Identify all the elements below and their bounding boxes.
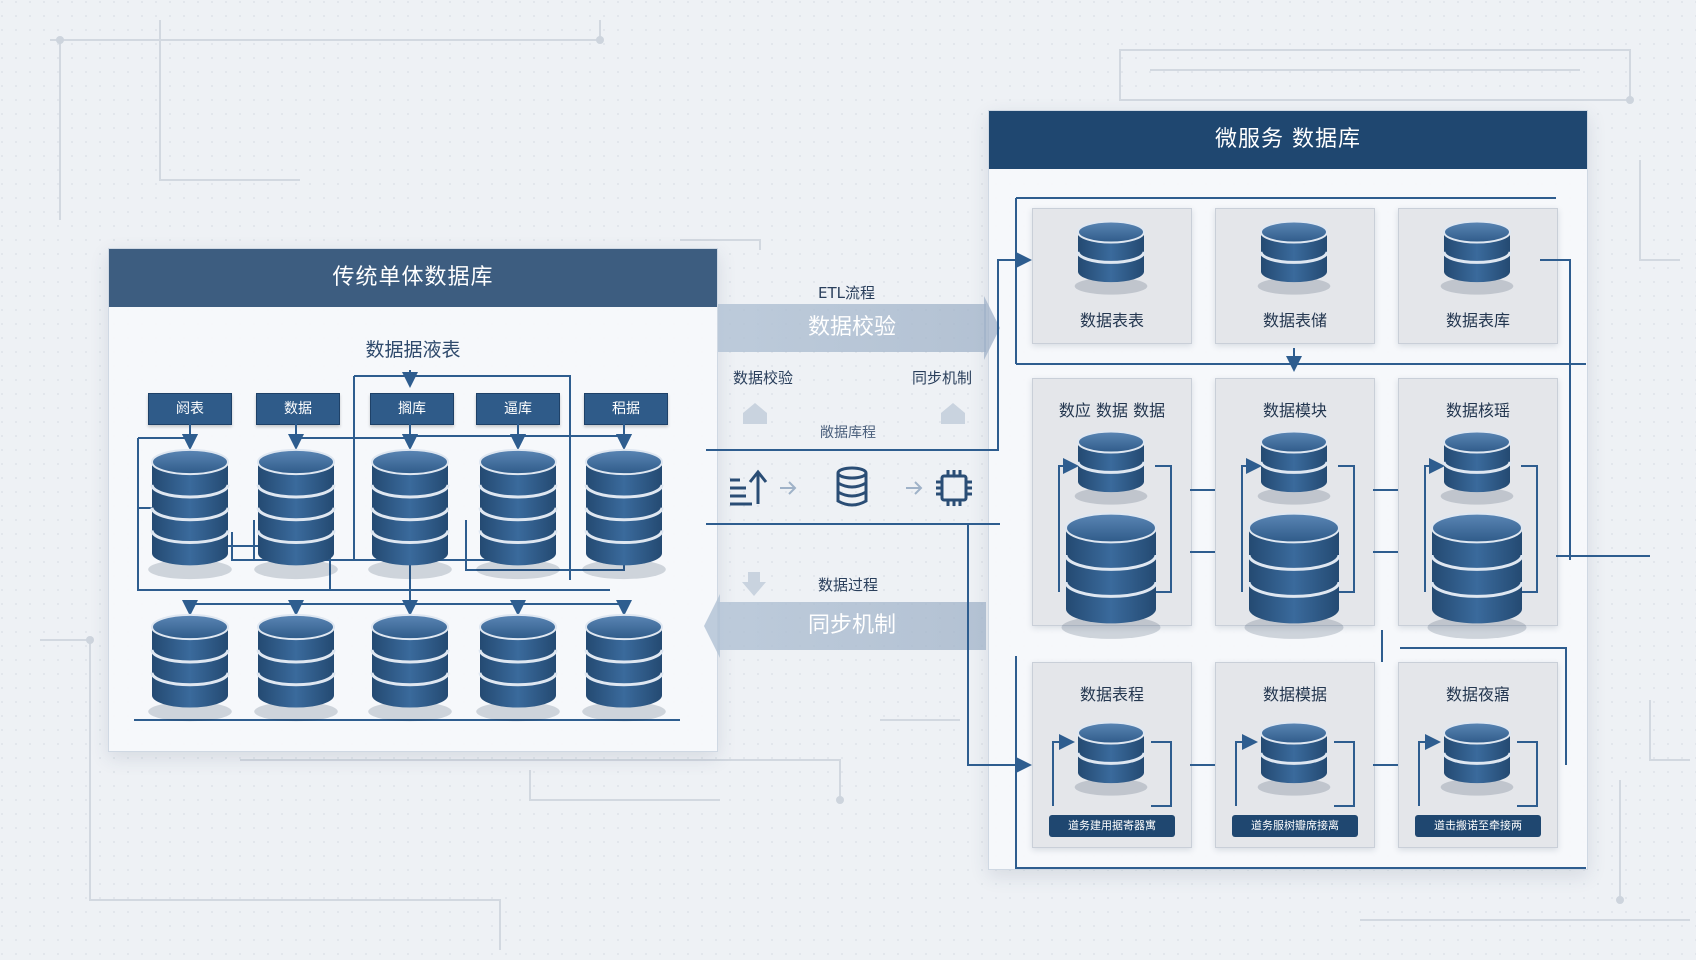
monolith-panel: 传统单体数据库 数据据液表: [108, 248, 718, 752]
top-card-2-title: 数据表储: [1262, 311, 1327, 330]
top-card-1-title: 数据表表: [1079, 311, 1144, 330]
download-icon: [742, 572, 766, 596]
bottom-card-1: 数据表程 道务建用据寄器寓: [1032, 662, 1192, 848]
validate-label: 数据校验: [733, 369, 794, 387]
tag-3: 搁库: [370, 393, 454, 425]
sync-banner: 同步机制: [704, 594, 986, 658]
validate-banner: 数据校验: [718, 296, 1000, 360]
middle-card-1-title: 数应 数据 数据: [1058, 401, 1166, 420]
bottom-card-2-title: 数据模据: [1262, 685, 1327, 704]
top-card-2: 数据表储: [1215, 208, 1375, 344]
middle-card-3: 数据核瑶: [1398, 378, 1558, 626]
home-icon: [743, 403, 767, 424]
arrow-right-icon: [780, 481, 797, 495]
process-label: 数据过程: [818, 576, 879, 594]
upload-icon: [730, 469, 768, 506]
bottom-card-3-title: 数据夜寤: [1445, 685, 1510, 704]
center-label: 敞据库程: [820, 425, 876, 441]
bottom-card-3-badge: 道击搬诺至牵接两: [1415, 815, 1541, 837]
monolith-subtitle: 数据据液表: [365, 339, 461, 361]
middle-card-2: 数据模块: [1215, 378, 1375, 626]
home-icon: [941, 403, 965, 424]
database-icon: [836, 466, 868, 507]
bottom-card-1-title: 数据表程: [1079, 685, 1144, 704]
monolith-panel-title: 传统单体数据库: [109, 249, 717, 307]
middle-card-1: 数应 数据 数据: [1032, 378, 1192, 626]
middle-card-3-title: 数据核瑶: [1445, 401, 1510, 420]
bottom-card-2: 数据模据 道务服树瓣席接离: [1215, 662, 1375, 848]
top-card-3-title: 数据表库: [1445, 311, 1510, 330]
tag-1: 阏表: [148, 393, 232, 425]
bottom-card-3: 数据夜寤 道击搬诺至牵接两: [1398, 662, 1558, 848]
sync-label: 同步机制: [912, 369, 973, 387]
bottom-card-2-badge: 道务服树瓣席接离: [1232, 815, 1358, 837]
bottom-card-1-badge: 道务建用据寄器寓: [1049, 815, 1175, 837]
microservice-panel-title: 微服务 数据库: [989, 111, 1587, 169]
top-card-1: 数据表表: [1032, 208, 1192, 344]
chip-icon: [936, 470, 972, 506]
tag-4: 逼库: [476, 393, 560, 425]
tag-5: 稆据: [584, 393, 668, 425]
etl-label: ETL流程: [818, 284, 875, 302]
arrow-right-icon: [906, 481, 923, 495]
top-card-3: 数据表库: [1398, 208, 1558, 344]
tag-2: 数据: [256, 393, 340, 425]
middle-card-2-title: 数据模块: [1262, 401, 1327, 420]
